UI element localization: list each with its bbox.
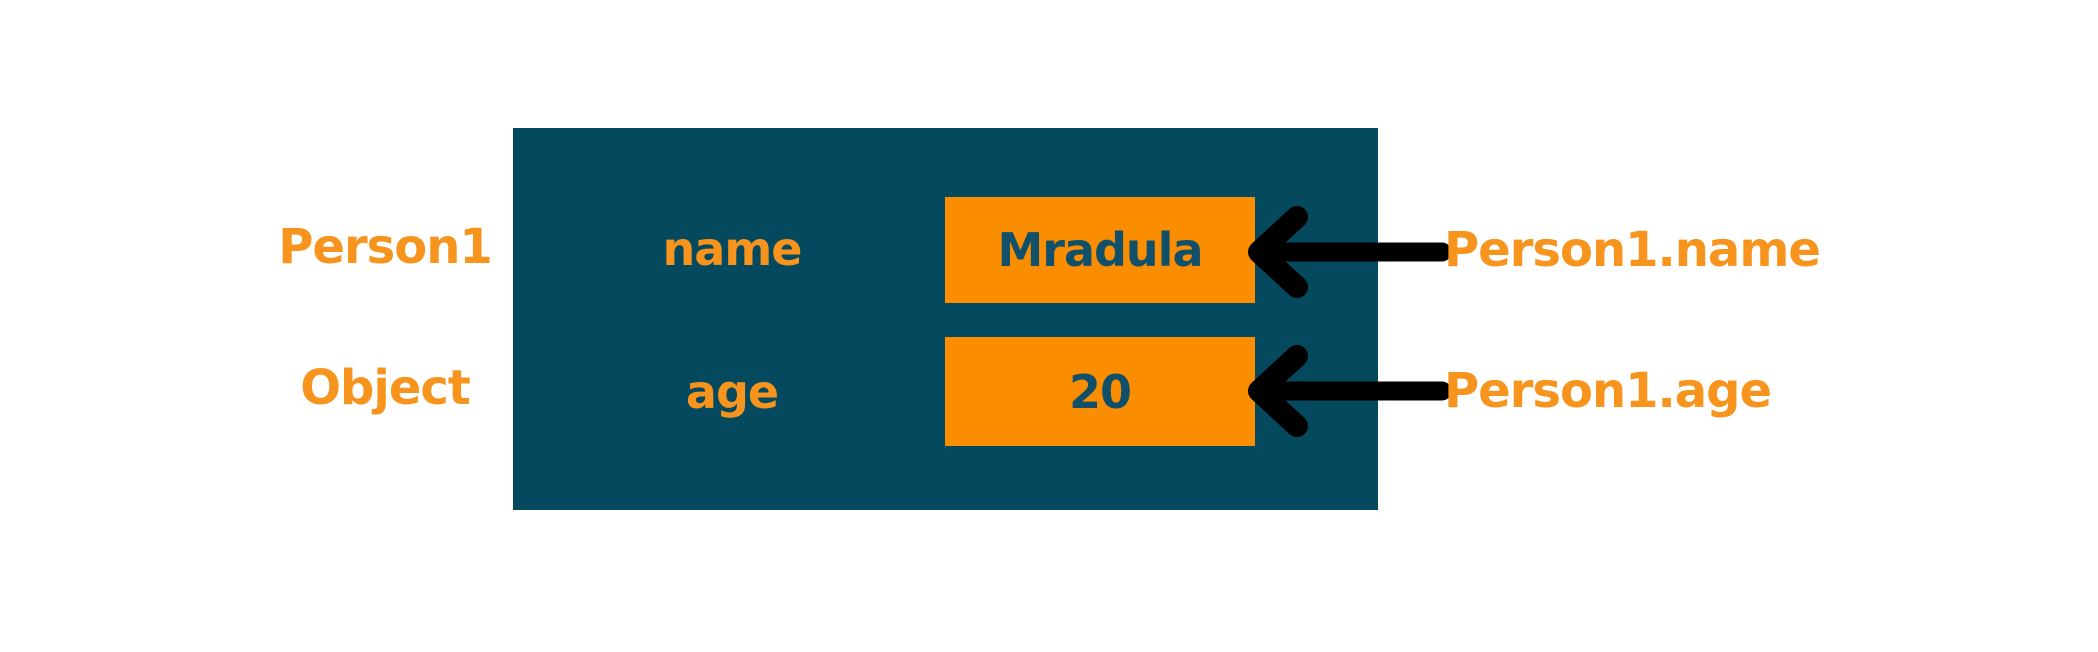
- object-container-rect: [513, 128, 1378, 510]
- value-name-text: Mradula: [997, 223, 1204, 277]
- property-key-age: age: [685, 365, 779, 419]
- accessor-label-age: Person1.age: [1444, 363, 1772, 419]
- accessor-label-name: Person1.name: [1444, 222, 1821, 278]
- property-key-name: name: [662, 222, 803, 276]
- value-age-text: 20: [1068, 364, 1132, 419]
- value-box-name: Mradula: [945, 197, 1255, 303]
- value-box-age: 20: [945, 337, 1255, 446]
- object-variable-name-label: Person1: [278, 219, 493, 275]
- object-type-label: Object: [300, 360, 471, 416]
